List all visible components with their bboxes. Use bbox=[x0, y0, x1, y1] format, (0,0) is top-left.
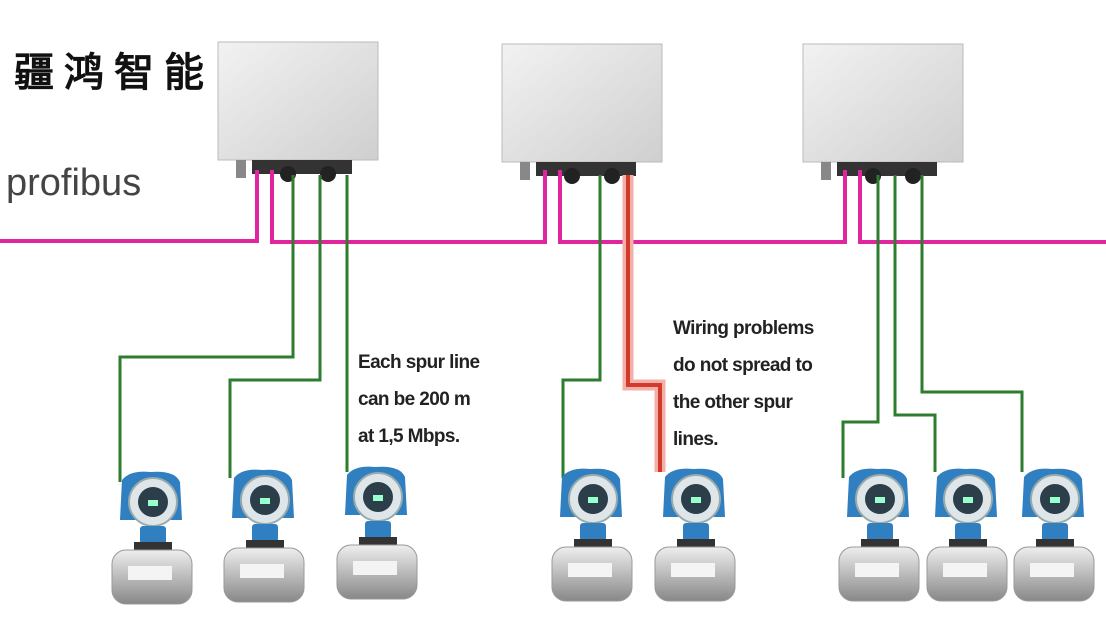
flowmeter-device bbox=[926, 467, 1008, 602]
faulty-spur-line bbox=[622, 175, 666, 472]
note-line: lines. bbox=[673, 429, 719, 450]
note-line: Wiring problems bbox=[673, 318, 814, 339]
spur-line bbox=[561, 175, 602, 478]
junction-box-2 bbox=[501, 43, 663, 185]
note-line: the other spur bbox=[673, 392, 793, 413]
note-line: Each spur line bbox=[358, 352, 480, 373]
brand-logo-text: 疆鸿智能 bbox=[14, 50, 214, 96]
spur-line bbox=[893, 175, 937, 472]
note-line: can be 200 m bbox=[358, 389, 471, 410]
spur-line bbox=[118, 175, 295, 482]
note-line: do not spread to bbox=[673, 355, 813, 376]
isolation-note: Wiring problems do not spread to the oth… bbox=[673, 310, 814, 458]
flowmeter-device bbox=[551, 467, 633, 602]
spur-length-note: Each spur line can be 200 m at 1,5 Mbps. bbox=[358, 344, 480, 455]
spur-line bbox=[920, 175, 1024, 472]
note-line: at 1,5 Mbps. bbox=[358, 426, 460, 447]
flowmeter-device bbox=[336, 465, 418, 600]
profibus-label: profibus bbox=[6, 162, 142, 204]
spur-line bbox=[228, 175, 322, 478]
spur-lines bbox=[118, 175, 1024, 482]
flowmeter-device bbox=[654, 467, 736, 602]
junction-box-1 bbox=[217, 41, 379, 183]
flowmeter-device bbox=[111, 470, 193, 605]
spur-line bbox=[841, 175, 880, 478]
junction-box-3 bbox=[802, 43, 964, 185]
profibus-trunk-line bbox=[0, 170, 1106, 244]
flowmeter-device bbox=[838, 467, 920, 602]
flowmeter-device bbox=[223, 468, 305, 603]
flowmeter-device bbox=[1013, 467, 1095, 602]
